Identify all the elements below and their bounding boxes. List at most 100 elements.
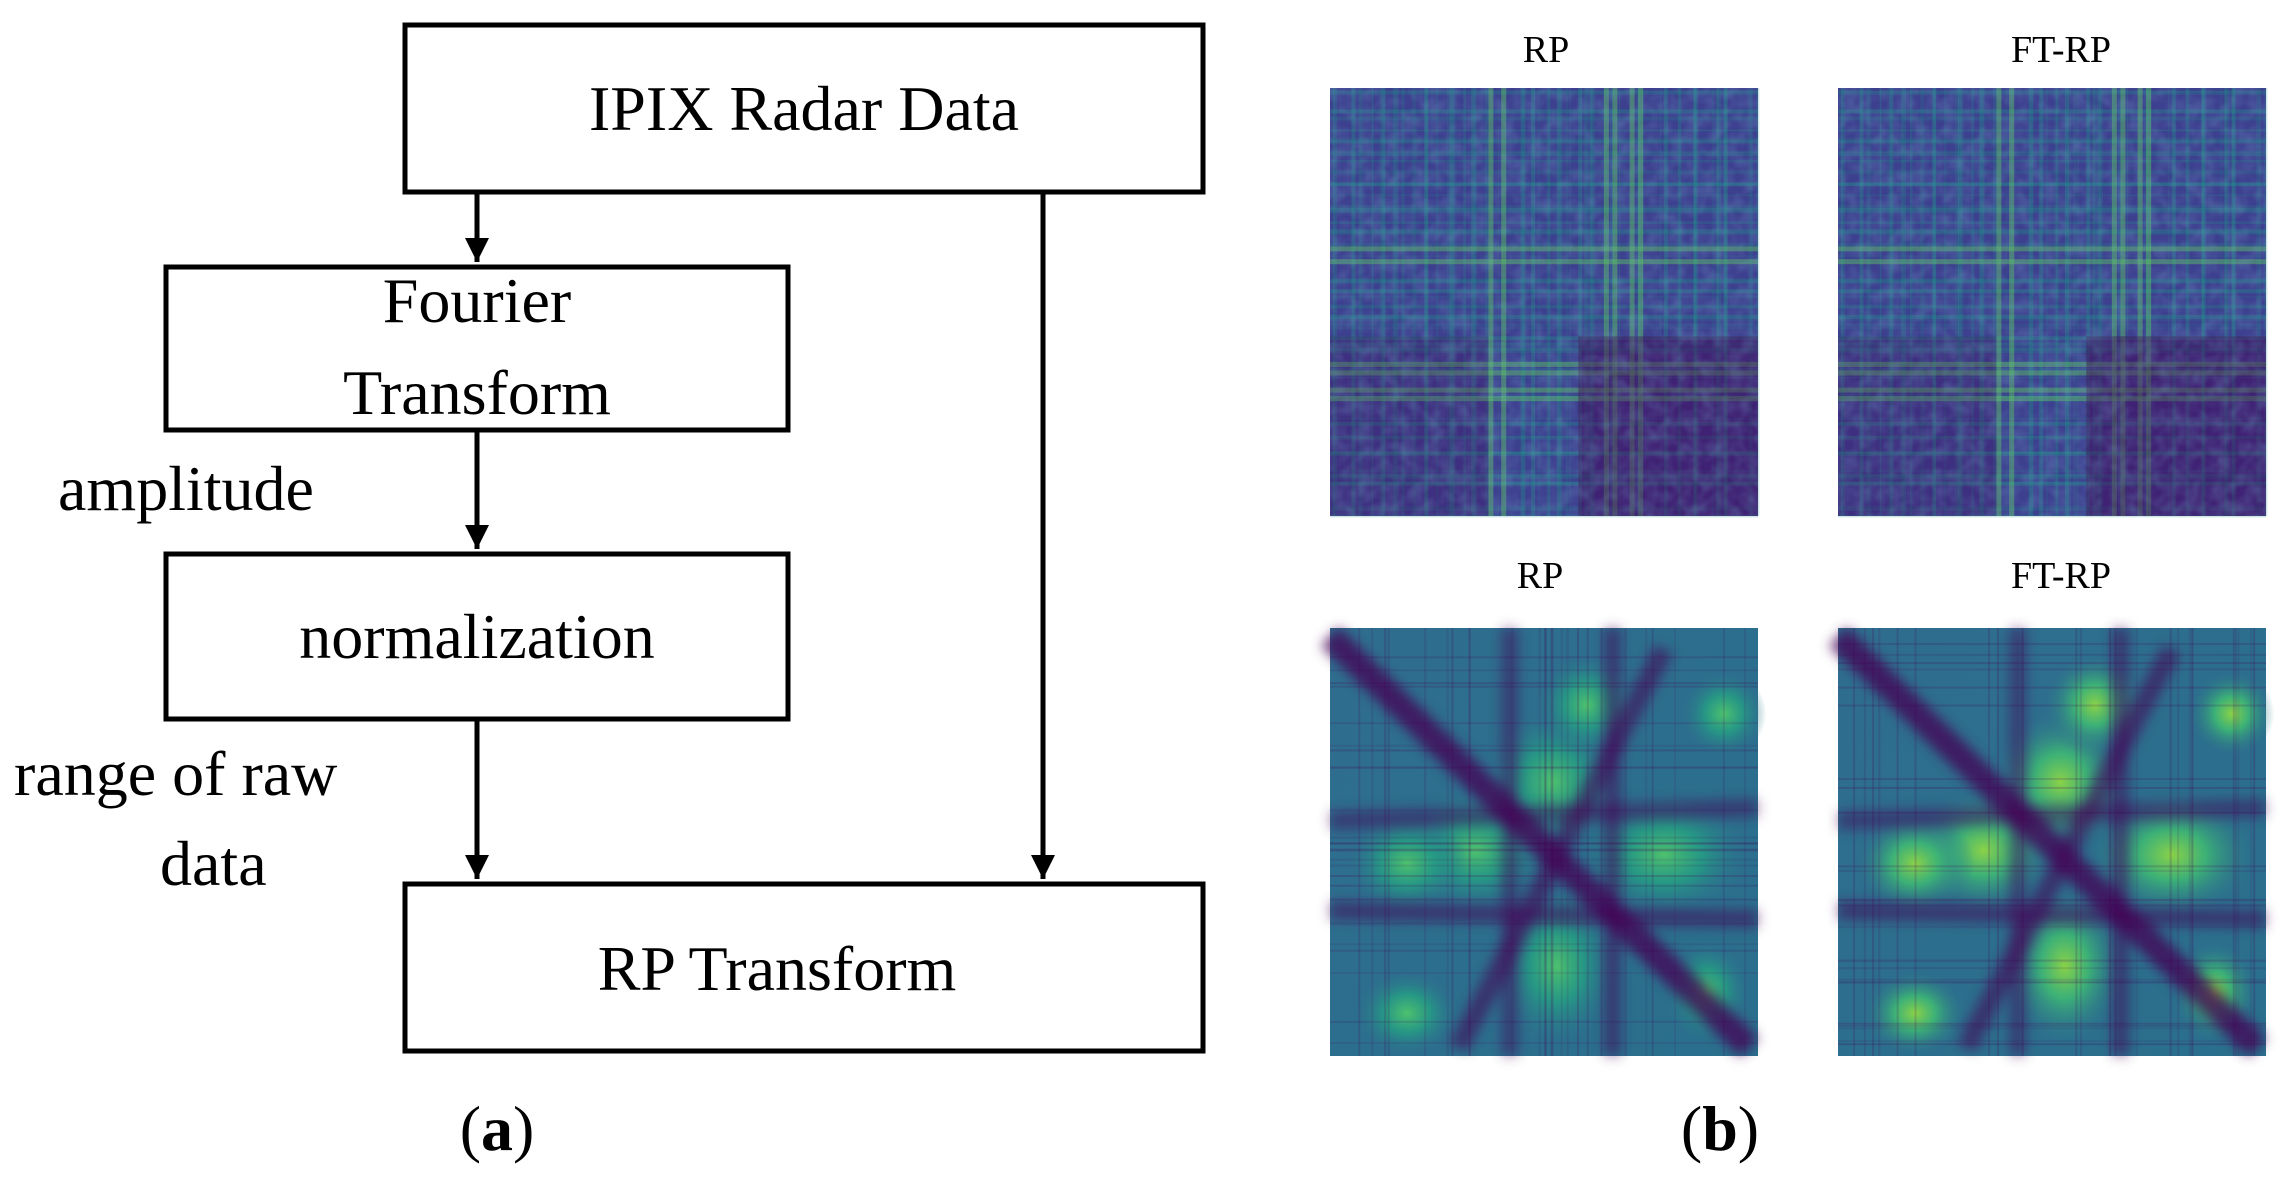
texture-stripe: [1645, 628, 1648, 1056]
plot-title-top-right: FT-RP: [2011, 29, 2111, 71]
texture-stripe: [1838, 686, 2266, 689]
texture-stripe: [1330, 875, 1758, 878]
ft-rp-plot-bottom-right: [1828, 627, 2275, 1057]
texture-stripe: [1838, 1024, 2266, 1027]
texture-stripe: [1838, 1027, 2266, 1030]
texture-valley: [1957, 644, 2181, 1053]
texture-stripe: [1560, 628, 1563, 1056]
texture-stripe: [1838, 643, 2266, 646]
texture-valley: [1329, 798, 1759, 830]
texture-stripe: [1722, 628, 1725, 1056]
texture-stripe: [1330, 749, 1758, 752]
texture-stripe: [1330, 682, 1758, 685]
texture-stripe: [1330, 1042, 1758, 1045]
texture-stripe: [1330, 864, 1758, 867]
texture-stripe: [1330, 836, 1758, 839]
texture-valleys: [1828, 627, 2267, 1057]
texture-stripe: [1511, 628, 1514, 1056]
texture-stripe: [2177, 628, 2180, 1056]
normalization-label: normalization: [299, 601, 654, 672]
texture-stripe: [2250, 628, 2253, 1056]
texture-valley: [1828, 627, 2267, 1057]
texture-noise: [1330, 88, 1758, 516]
texture-stripe: [1330, 949, 1758, 952]
texture-stripe: [2108, 628, 2111, 1056]
texture-stripe: [2114, 628, 2117, 1056]
texture-stripe: [1838, 865, 2266, 868]
texture-stripe: [1872, 628, 1875, 1056]
caption-a: (a): [460, 1093, 535, 1164]
texture-stripe: [2169, 628, 2172, 1056]
texture-stripe: [1544, 628, 1547, 1056]
texture-stripe: [1838, 959, 2266, 962]
texture-stripe: [2170, 628, 2173, 1056]
texture-stripe: [1853, 628, 1856, 1056]
texture-stripe: [1838, 978, 2266, 981]
texture-stripe: [1838, 786, 2266, 789]
texture-stripe: [1330, 809, 1758, 812]
recurrence-plots: RP FT-RP RP FT-RP (b): [1320, 29, 2275, 1164]
texture-stripe: [1330, 884, 1758, 887]
ipix-radar-data-label: IPIX Radar Data: [589, 73, 1019, 144]
texture-stripe: [1996, 628, 1999, 1056]
caption-a-letter: a: [481, 1093, 513, 1164]
rp-plot-top-left: [1330, 88, 1760, 518]
texture-stripe: [1838, 811, 2266, 814]
texture-valleys: [1320, 627, 1759, 1057]
texture-stripe: [1586, 628, 1589, 1056]
texture-stripe: [1896, 628, 1899, 1056]
flowchart: IPIX Radar Data Fourier Transform normal…: [14, 22, 1206, 1164]
edge-label-amplitude: amplitude: [58, 453, 314, 524]
texture-valley: [1837, 901, 2267, 929]
texture-stripe: [1838, 653, 2266, 656]
texture-stripe: [1600, 628, 1603, 1056]
texture-stripe: [1387, 628, 1390, 1056]
texture-stripe: [1838, 981, 2266, 984]
texture-blob: [1347, 812, 1467, 915]
rp-transform-label: RP Transform: [598, 933, 957, 1004]
texture-stripe: [1838, 981, 2266, 984]
texture-stripe: [1330, 669, 1758, 672]
texture-stripe: [1566, 628, 1569, 1056]
fourier-transform-node: Fourier Transform: [163, 264, 791, 433]
texture-stripe: [1651, 628, 1654, 1056]
texture-stripe: [1551, 628, 1554, 1056]
texture-stripe: [1330, 744, 1758, 747]
texture-stripe: [1838, 967, 2266, 970]
texture-stripe: [1451, 628, 1454, 1056]
texture-stripe: [1330, 898, 1758, 901]
texture-stripe: [2079, 628, 2082, 1056]
texture-stripe: [1330, 766, 1758, 769]
texture-stripe: [1838, 869, 2266, 872]
texture-stripe: [2109, 628, 2112, 1056]
texture-stripe: [1330, 842, 1758, 845]
caption-b: (b): [1681, 1093, 1759, 1164]
texture-stripe: [1358, 628, 1361, 1056]
texture-stripe: [2135, 628, 2138, 1056]
texture-stripe: [1468, 628, 1471, 1056]
texture-valley: [1449, 644, 1673, 1053]
texture-stripe: [1624, 628, 1627, 1056]
texture-stripe: [1424, 628, 1427, 1056]
texture-blob: [2086, 790, 2258, 920]
texture-stripe: [2188, 628, 2191, 1056]
texture-blob: [1680, 670, 1767, 757]
texture-stripe: [1838, 960, 2266, 963]
texture-stripe: [2234, 628, 2237, 1056]
texture-stripe: [2191, 628, 2194, 1056]
texture-stripe: [1838, 704, 2266, 707]
texture-blob: [2188, 670, 2275, 757]
texture-stripe: [2232, 628, 2235, 1056]
texture-stripe: [1330, 943, 1758, 946]
texture-stripe: [1838, 1043, 2266, 1046]
plot-title-bottom-left: RP: [1517, 555, 1563, 597]
texture-stripe: [1330, 656, 1758, 659]
texture-stripe: [1446, 628, 1449, 1056]
edge-label-range-line1: range of raw: [14, 738, 337, 809]
texture-stripe: [1330, 1020, 1758, 1023]
texture-stripe: [1838, 899, 2266, 902]
texture-valley: [1329, 901, 1759, 929]
texture-blob: [1355, 970, 1459, 1056]
normalization-node: normalization: [163, 551, 791, 722]
